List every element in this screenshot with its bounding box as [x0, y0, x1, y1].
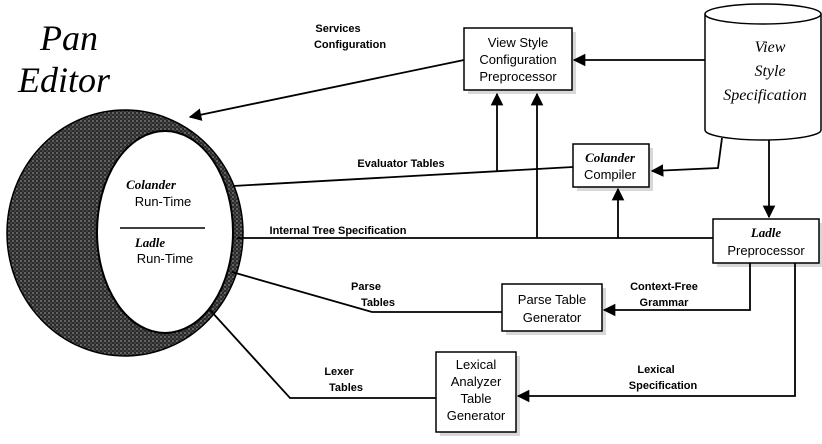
colander-compiler-box: Colander Compiler	[573, 144, 653, 191]
label-services: Services	[315, 23, 360, 35]
label-specification: Specification	[629, 380, 698, 392]
label-lexer-tables: Tables	[329, 382, 363, 394]
vscp-box: View Style Configuration Preprocessor	[464, 28, 576, 94]
label-lexer: Lexer	[324, 366, 354, 378]
colander-runtime-suffix: Run-Time	[135, 194, 192, 209]
label-parse-tables: Tables	[361, 297, 395, 309]
line-lexer-tables	[210, 310, 436, 398]
pan-editor-torus: Colander Run-Time Ladle Run-Time	[7, 110, 243, 356]
title-pan: Pan	[39, 18, 98, 58]
ladle-runtime-name: Ladle	[134, 235, 166, 250]
parse-table-generator-box: Parse Table Generator	[502, 284, 606, 335]
vscp-line1: View Style	[488, 35, 548, 50]
spec-line2: Style	[754, 63, 785, 80]
vscp-line3: Preprocessor	[479, 69, 557, 84]
colander-compiler-line2: Compiler	[584, 167, 637, 182]
title-editor: Editor	[17, 60, 111, 100]
lex-line3: Table	[460, 391, 491, 406]
label-evaluator-tables: Evaluator Tables	[357, 158, 444, 170]
spec-line3: Specification	[723, 87, 807, 104]
lex-line2: Analyzer	[451, 374, 502, 389]
view-style-spec-cylinder: View Style Specification	[705, 4, 821, 140]
label-parse: Parse	[351, 281, 381, 293]
lex-line4: Generator	[447, 408, 506, 423]
colander-compiler-name: Colander	[585, 150, 636, 165]
label-cfg1: Context-Free	[630, 281, 698, 293]
lex-line1: Lexical	[456, 357, 497, 372]
ladle-preprocessor-box: Ladle Preprocessor	[713, 219, 822, 267]
colander-runtime-name: Colander	[126, 177, 177, 192]
label-lexical: Lexical	[637, 364, 674, 376]
spec-line1: View	[755, 39, 786, 56]
ladle-preprocessor-name: Ladle	[750, 225, 782, 240]
ptg-line2: Generator	[523, 310, 582, 325]
label-cfg2: Grammar	[640, 297, 690, 309]
vscp-line2: Configuration	[479, 52, 556, 67]
lexical-generator-box: Lexical Analyzer Table Generator	[436, 352, 520, 436]
label-internal-tree: Internal Tree Specification	[270, 225, 407, 237]
arrow-services-config	[190, 60, 464, 117]
ptg-line1: Parse Table	[518, 292, 586, 307]
arrow-spec-to-colander	[652, 138, 722, 171]
label-configuration: Configuration	[314, 39, 386, 51]
ladle-preprocessor-line2: Preprocessor	[727, 243, 805, 258]
ladle-runtime-suffix: Run-Time	[137, 251, 194, 266]
